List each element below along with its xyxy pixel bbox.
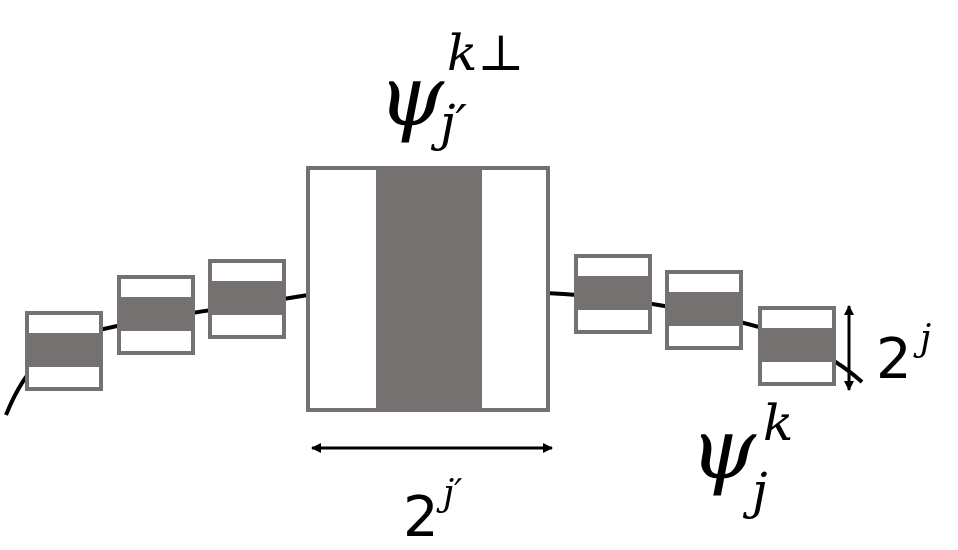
small-atom-2 — [117, 275, 195, 355]
small-atom-3 — [208, 259, 286, 339]
large-scale-label: 2 j′ — [403, 473, 462, 550]
small-atom-1 — [25, 311, 103, 391]
large-atom-label-base: ψ — [378, 47, 445, 145]
small-atom-label: ψ k j — [690, 394, 793, 520]
small-atom-6 — [758, 306, 836, 386]
large-atom-label: ψ k⊥ j′ — [378, 24, 524, 152]
small-atom-5 — [665, 270, 743, 350]
small-scale-label-sup: j — [913, 318, 931, 359]
large-atom — [306, 166, 550, 412]
large-scale-label-sup: j′ — [436, 473, 462, 514]
large-scale-label-base: 2 — [403, 485, 439, 550]
small-scale-label-base: 2 — [876, 327, 912, 392]
small-scale-label: 2 j — [876, 318, 931, 392]
small-atom-label-sup: k — [763, 394, 793, 452]
small-atom-label-base: ψ — [690, 400, 757, 498]
small-atom-4 — [574, 254, 652, 334]
large-atom-label-sup: k⊥ — [447, 24, 524, 82]
